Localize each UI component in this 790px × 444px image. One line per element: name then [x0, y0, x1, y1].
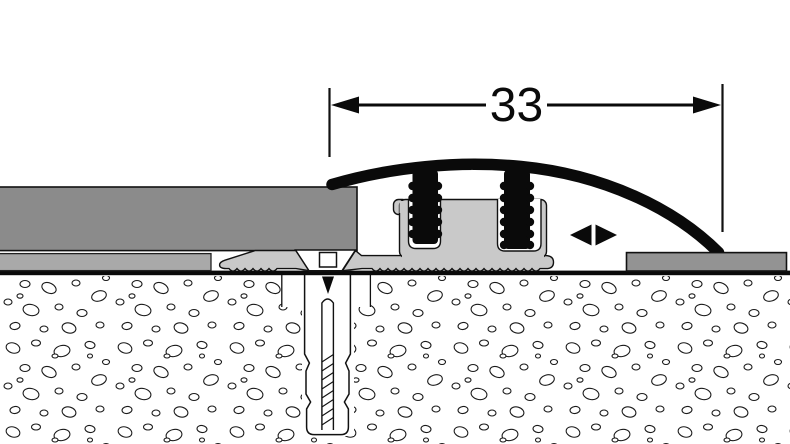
barbed-stem-2	[499, 170, 535, 250]
adjust-arrow-left	[570, 224, 592, 246]
screw-shaft	[321, 298, 335, 430]
dimension-arrow-right	[693, 96, 721, 114]
countersunk-screw-head	[294, 249, 357, 272]
base-profile-seam	[402, 251, 544, 259]
floor-covering-left	[0, 186, 358, 252]
adjust-arrow-right	[595, 224, 617, 246]
ramp-profile	[326, 158, 725, 259]
underlay-left	[0, 252, 212, 272]
barbed-stem-1	[408, 170, 443, 244]
base-profile-seam2	[399, 201, 409, 213]
screw-thread-hatching	[321, 354, 334, 426]
floor-covering-right	[625, 251, 788, 272]
screw-tip-marker	[322, 276, 334, 294]
drill-hole-edges	[281, 274, 372, 307]
anchor-dowel	[302, 273, 354, 436]
screw-drive-recess	[318, 251, 338, 268]
ramp-top-surface	[326, 158, 725, 259]
dimension-label: 33	[490, 79, 543, 132]
base-profile-left-wedge	[218, 249, 311, 272]
dimension-33: 33	[328, 79, 724, 232]
floor-line	[0, 270, 790, 276]
horizontal-adjust-arrows-icon	[570, 224, 617, 246]
dimension-extension-lines	[328, 84, 724, 232]
dimension-arrow-left	[331, 96, 359, 114]
ramp-underside-notch	[467, 169, 477, 178]
screed-stipple-texture	[0, 276, 790, 444]
